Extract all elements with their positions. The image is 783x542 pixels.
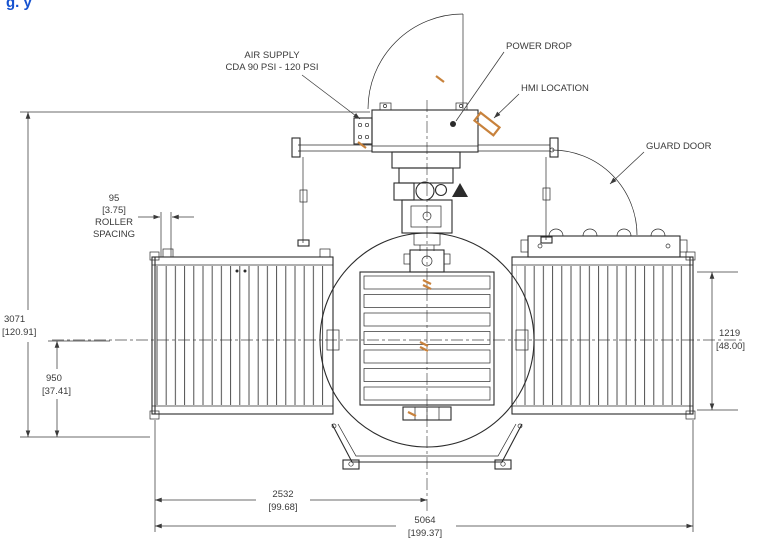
cross-beam bbox=[291, 137, 559, 247]
air-supply-spec: CDA 90 PSI - 120 PSI bbox=[226, 62, 319, 73]
air-supply-bracket bbox=[353, 117, 373, 145]
left-conveyor bbox=[149, 248, 334, 420]
roller-spacing-inch: [3.75] bbox=[102, 205, 126, 216]
overall-width-dimension: 5064 [199.37] bbox=[155, 420, 694, 539]
guard-door-swing bbox=[549, 147, 638, 236]
right-conveyor bbox=[511, 228, 696, 420]
overall-width-inch: [199.37] bbox=[408, 528, 442, 539]
roller-spacing-word2: SPACING bbox=[93, 229, 135, 240]
right-rollers bbox=[516, 266, 690, 405]
right-conveyor-top-bracket bbox=[520, 228, 688, 258]
top-fitting-mark bbox=[435, 75, 445, 83]
callouts: AIR SUPPLY CDA 90 PSI - 120 PSI POWER DR… bbox=[226, 41, 712, 185]
guard-door-label: GUARD DOOR bbox=[646, 141, 712, 152]
lower-height-dimension: 950 [37.41] bbox=[42, 340, 110, 437]
warning-triangle bbox=[452, 183, 468, 197]
power-drop-point bbox=[450, 121, 456, 127]
head-assembly bbox=[353, 75, 502, 251]
overall-width-mm: 5064 bbox=[414, 515, 435, 526]
overall-height-mm: 3071 bbox=[4, 314, 25, 325]
right-post-foot bbox=[540, 236, 553, 244]
lower-height-inch: [37.41] bbox=[42, 386, 71, 397]
top-door-swing bbox=[367, 13, 464, 110]
hmi-panel bbox=[472, 111, 502, 137]
cropped-title-fragment: g. y bbox=[6, 0, 32, 11]
air-supply-fitting-mark bbox=[357, 141, 367, 149]
power-drop-leader bbox=[455, 51, 505, 122]
half-width-inch: [99.68] bbox=[268, 502, 297, 513]
left-foot bbox=[342, 459, 360, 470]
conveyor-height-mm: 1219 bbox=[719, 328, 740, 339]
half-width-mm: 2532 bbox=[272, 489, 293, 500]
guard-door-leader bbox=[609, 151, 645, 185]
left-rollers bbox=[156, 266, 330, 405]
lower-height-mm: 950 bbox=[46, 373, 62, 384]
platform-fitting-marks bbox=[407, 279, 432, 417]
roller-spacing-mm: 95 bbox=[109, 193, 120, 204]
air-supply-label: AIR SUPPLY bbox=[244, 50, 300, 61]
roller-spacing-dimension: 95 [3.75] ROLLER SPACING bbox=[93, 193, 194, 257]
hmi-location-label: HMI LOCATION bbox=[521, 83, 589, 94]
right-foot bbox=[494, 459, 512, 470]
overall-height-inch: [120.91] bbox=[2, 327, 36, 338]
base-frame bbox=[331, 423, 523, 470]
left-post-foot bbox=[297, 239, 310, 247]
turntable-ring bbox=[319, 232, 535, 448]
power-drop-label: POWER DROP bbox=[506, 41, 572, 52]
overall-height-dimension: 3071 [120.91] bbox=[2, 111, 370, 438]
hmi-leader bbox=[493, 93, 520, 119]
conveyor-height-inch: [48.00] bbox=[716, 341, 745, 352]
half-width-dimension: 2532 [99.68] bbox=[154, 420, 427, 532]
roller-spacing-word1: ROLLER bbox=[95, 217, 133, 228]
air-supply-leader bbox=[301, 74, 361, 120]
conveyor-height-dimension: 1219 [48.00] bbox=[697, 271, 745, 411]
turntable bbox=[319, 232, 535, 448]
